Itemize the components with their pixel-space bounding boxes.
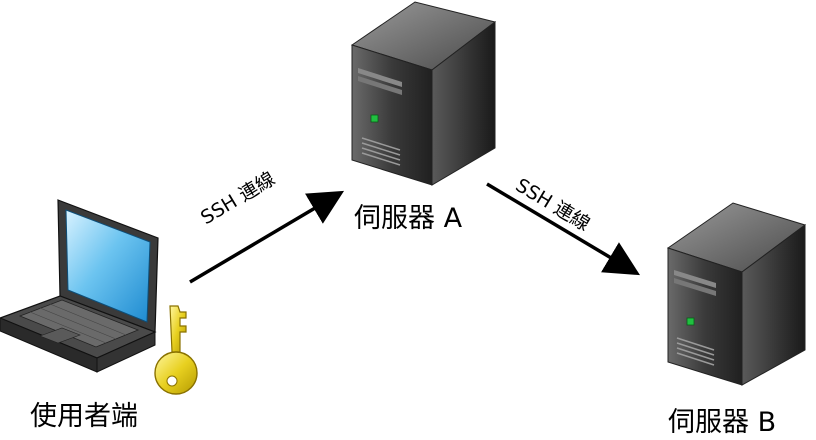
server-a-label: 伺服器 A	[354, 203, 463, 234]
server-b-label: 伺服器 B	[668, 407, 777, 438]
client-label: 使用者端	[30, 401, 138, 432]
edge-2-arrow	[486, 182, 641, 276]
server-b-icon	[666, 202, 807, 386]
key-icon	[154, 305, 198, 395]
server-a-icon	[350, 1, 497, 186]
laptop-icon	[0, 199, 159, 373]
edge-1-arrow	[189, 190, 345, 284]
